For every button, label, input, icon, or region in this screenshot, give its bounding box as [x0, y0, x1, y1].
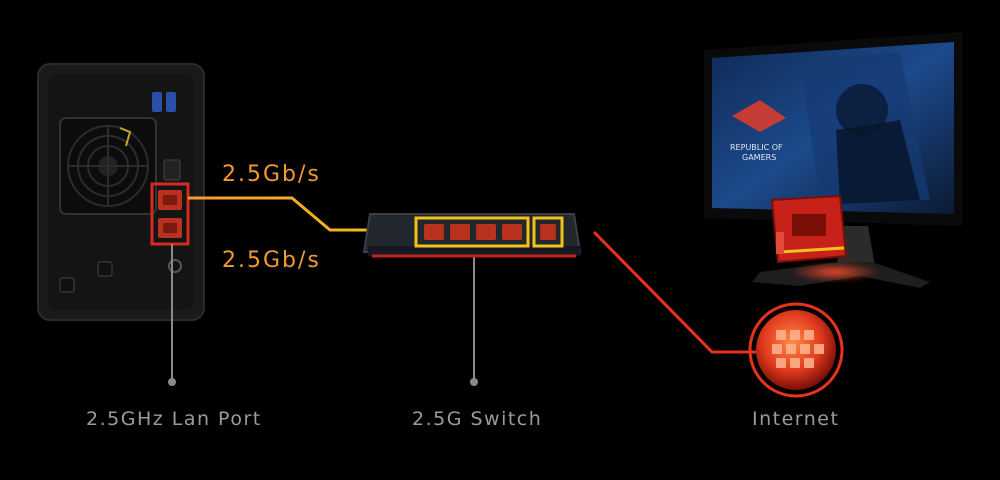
- monitor-brand-line1: REPUBLIC OF: [730, 143, 783, 152]
- nas-device: [37, 63, 205, 321]
- speed-label-top: 2.5Gb/s: [222, 162, 321, 187]
- rog-logo-icon: [732, 100, 786, 132]
- usb-ports-icon: [152, 92, 176, 112]
- power-button-icon: [168, 259, 182, 273]
- switch-ports: [424, 224, 522, 240]
- fan-icon: [59, 117, 157, 215]
- gaming-monitor: REPUBLIC OF GAMERS: [704, 32, 962, 288]
- speed-label-bottom: 2.5Gb/s: [222, 248, 321, 273]
- reset-hole-icon: [59, 277, 75, 293]
- switch-uplinks: [562, 230, 772, 354]
- globe-icon: [748, 302, 844, 398]
- network-switch: [362, 213, 582, 258]
- nas-lan-ports: [150, 182, 190, 246]
- kensington-slot-icon: [97, 261, 113, 277]
- network-card: [770, 194, 848, 264]
- stand-glow: [791, 262, 879, 282]
- monitor-brand-line2: GAMERS: [742, 153, 776, 162]
- nas-port-label: 2.5GHz Lan Port: [86, 408, 262, 430]
- switch-label: 2.5G Switch: [412, 408, 543, 430]
- hdmi-port-icon: [163, 159, 181, 181]
- internet-label: Internet: [752, 408, 840, 430]
- uplink-port-icon: [540, 224, 556, 240]
- leader-lines: [168, 244, 478, 386]
